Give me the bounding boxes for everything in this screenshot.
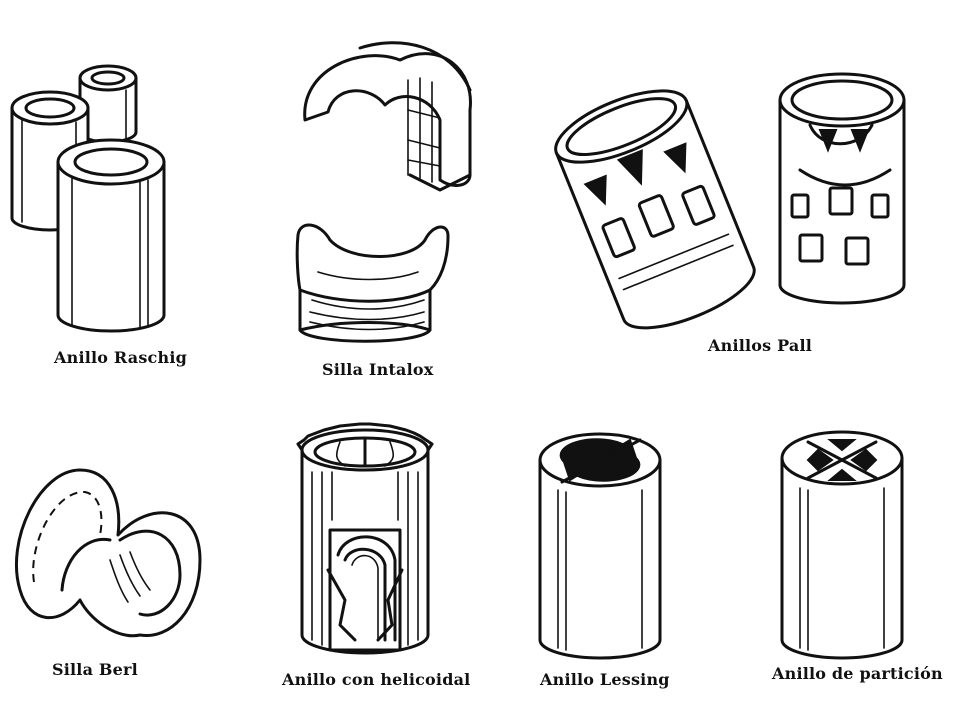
pall-rings-illustration <box>554 72 906 330</box>
lessing-ring-illustration <box>538 432 662 660</box>
caption-raschig: Anillo Raschig <box>54 348 188 367</box>
intalox-saddle-illustration <box>295 41 472 343</box>
raschig-ring-illustration <box>10 64 166 333</box>
helical-ring-illustration <box>296 422 434 655</box>
caption-lessing: Anillo Lessing <box>540 670 670 689</box>
caption-intalox: Silla Intalox <box>322 360 434 379</box>
caption-helicoidal: Anillo con helicoidal <box>282 670 471 689</box>
berl-saddle-illustration <box>15 468 202 638</box>
caption-particion: Anillo de partición <box>772 664 943 683</box>
partition-ring-illustration <box>780 430 904 660</box>
caption-pall: Anillos Pall <box>708 336 813 355</box>
caption-berl: Silla Berl <box>52 660 138 679</box>
